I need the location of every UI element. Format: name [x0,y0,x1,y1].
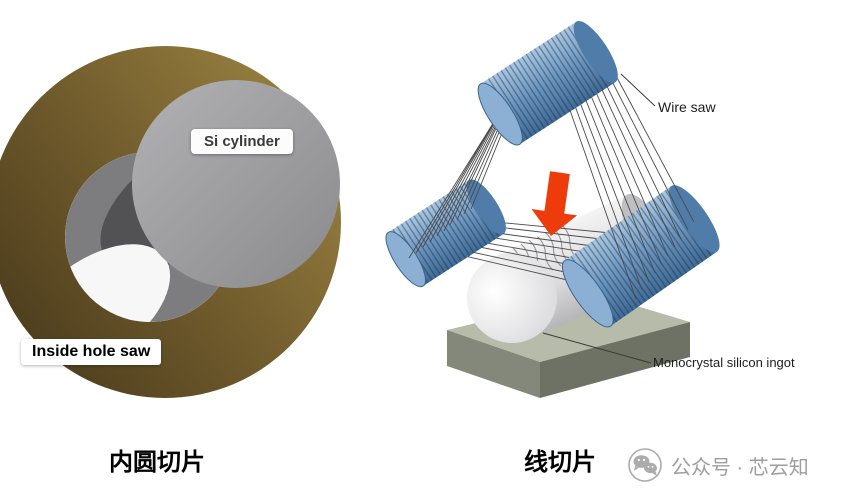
wechat-icon [628,448,662,482]
wire-saw-diagram [385,21,720,398]
cut-direction-arrow [531,171,578,236]
right-diagram-caption: 线切片 [524,449,596,476]
ingot-face [467,253,557,343]
wechat-account-text: 公众号 · 芯云知 [671,456,809,479]
wire-roller-left [385,179,506,288]
wire-roller-right [561,185,720,328]
wire-roller-top [477,21,618,146]
left-diagram-caption: 内圆切片 [109,449,205,476]
wire-saw-leader-line [620,73,656,107]
si-cylinder-face [132,80,340,288]
ingot-leader-line [542,332,652,364]
monocrystal-ingot-label: Monocrystal silicon ingot [653,355,795,370]
inside-hole-saw-label: Inside hole saw [21,339,162,365]
si-cylinder-label: Si cylinder [191,129,293,154]
wire-saw-label: Wire saw [658,99,716,115]
wechat-watermark: 公众号 · 芯云知 [626,447,809,483]
